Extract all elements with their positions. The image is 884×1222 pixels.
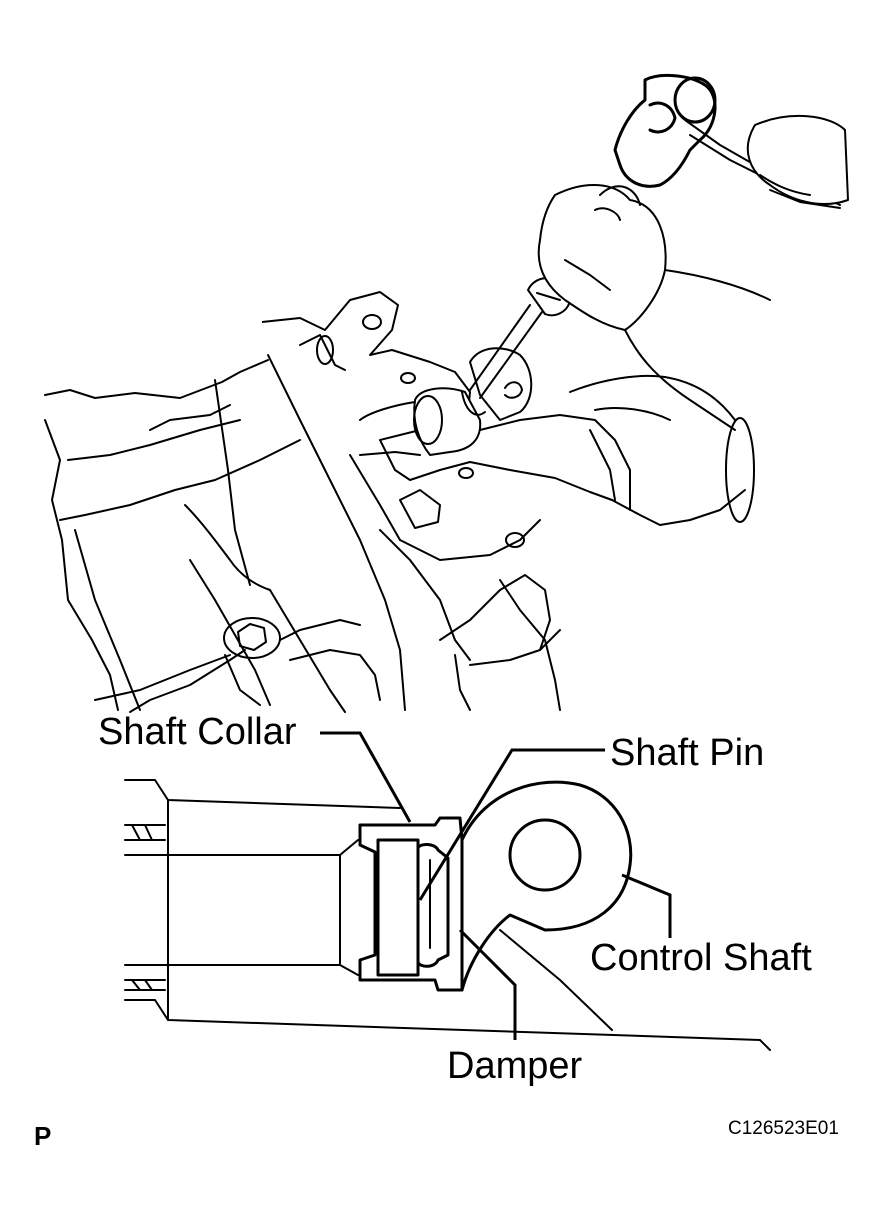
hammer [613,74,849,209]
control-shaft-leader [621,873,672,938]
control-shaft-label: Control Shaft [590,937,812,979]
shaft-pin-leader [418,748,605,901]
detail-cross-section [124,779,771,1051]
shaft-collar-upper-leader [129,649,246,713]
shaft-collar-label: Shaft Collar [98,711,297,753]
damper-label: Damper [447,1045,582,1087]
shaft-collar-leader [320,731,412,823]
corner-mark: P [34,1121,51,1151]
figure-id: C126523E01 [728,1118,839,1139]
transmission-housing [44,291,755,713]
shaft-pin-label: Shaft Pin [610,732,764,774]
hand-left [537,184,771,431]
damper-leader [458,928,517,1040]
